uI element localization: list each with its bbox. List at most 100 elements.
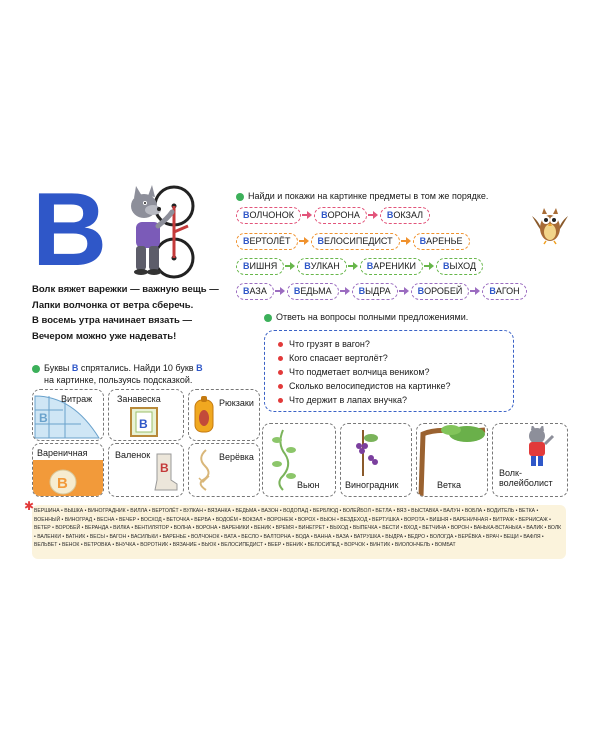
word-first-letter: В xyxy=(417,285,425,296)
word-list-text: ВЕРШИНА • ВЫШКА • ВИНОГРАДНИК • ВИЛЛА • … xyxy=(34,508,562,549)
word-first-letter: В xyxy=(317,235,325,246)
word-box: ВЕЛОСИПЕДИСТ xyxy=(310,232,400,250)
word-rest: АГОН xyxy=(495,285,520,296)
card-label: Вьюн xyxy=(297,480,320,490)
card-label: Вареничная xyxy=(37,448,88,458)
word-rest: ОКЗАЛ xyxy=(393,209,424,220)
word-rest: ОЛЧОНОК xyxy=(249,209,295,220)
word-rest: АРЕНИКИ xyxy=(373,260,416,271)
poem-line: Лапки волчонка от ветра сберечь. xyxy=(32,299,194,311)
word-first-letter: В xyxy=(443,260,450,271)
word-first-letter: В xyxy=(358,285,366,296)
branch-icon xyxy=(418,425,486,496)
questions-list: Что грузят в вагон? Кого спасает вертолё… xyxy=(278,337,450,407)
red-bullet-icon xyxy=(278,398,283,404)
volleyball-wolf-icon xyxy=(529,426,555,466)
arrow-right-icon xyxy=(470,287,481,295)
arrow-right-icon xyxy=(285,262,296,270)
word-box: ВУЛКАН xyxy=(297,257,347,275)
word-box: ВОКЗАЛ xyxy=(379,206,431,224)
word-first-letter: В xyxy=(489,285,496,296)
svg-text:В: В xyxy=(160,461,169,475)
card-label: Витраж xyxy=(61,394,93,404)
word-rest: УЛКАН xyxy=(310,260,340,271)
svg-text:В: В xyxy=(39,411,48,425)
arrow-right-icon xyxy=(347,262,359,270)
arrow-right-icon xyxy=(367,211,379,219)
hint-card-valenok: Валенок В xyxy=(108,443,184,497)
arrow-right-icon xyxy=(400,237,412,245)
card-label: Верёвка xyxy=(219,452,254,462)
poem-line: Вечером можно уже надевать! xyxy=(32,330,177,342)
word-list-panel xyxy=(32,505,566,559)
word-first-letter: В xyxy=(243,235,250,246)
rope-icon xyxy=(198,449,210,491)
green-bullet-icon xyxy=(32,364,40,373)
word-first-letter: В xyxy=(386,209,394,220)
task-order: Найди и покажи на картинке предметы в то… xyxy=(236,191,488,201)
poem-line: Волк вяжет варежки — важную вещь — xyxy=(32,284,219,295)
task-answer-text: Ответь на вопросы полными предложениями. xyxy=(276,312,469,322)
felt-boot-icon: В xyxy=(154,453,178,491)
word-box: ВЕРТОЛЁТ xyxy=(236,232,298,250)
question-item: Что держит в лапах внучка? xyxy=(278,393,450,407)
big-letter: В xyxy=(32,172,107,288)
red-bullet-icon xyxy=(278,370,283,376)
question-item: Кого спасает вертолёт? xyxy=(278,351,450,365)
word-first-letter: В xyxy=(243,209,250,220)
word-box: ВЕДЬМА xyxy=(286,282,339,300)
svg-text:В: В xyxy=(139,417,148,431)
arrow-right-icon xyxy=(424,262,435,270)
stained-glass-icon: В xyxy=(34,395,100,439)
card-label: Валенок xyxy=(115,450,151,460)
word-box: ВЫДРА xyxy=(351,282,398,300)
task-order-text: Найди и покажи на картинке предметы в то… xyxy=(248,191,489,201)
wolf-bicycle-illustration xyxy=(131,185,195,279)
hint-card-zanaveska: Занавеска В xyxy=(108,389,184,441)
word-first-letter: В xyxy=(419,235,427,246)
hint-card-ryukzaki: Рюкзаки xyxy=(188,389,260,441)
word-first-letter: В xyxy=(304,260,311,271)
red-bullet-icon xyxy=(278,384,283,390)
word-rest: ЕЛОСИПЕДИСТ xyxy=(324,235,393,246)
red-bullet-icon xyxy=(278,356,283,362)
word-rest: ЫДРА xyxy=(365,285,391,296)
arrow-right-icon xyxy=(298,237,310,245)
word-box: ВОРОБЕЙ xyxy=(410,282,470,300)
card-label: Рюкзаки xyxy=(219,398,254,408)
word-box: ВЫХОД xyxy=(436,257,484,275)
word-rest: ЫХОД xyxy=(449,260,477,271)
red-bullet-icon xyxy=(278,342,283,348)
vineyard-icon xyxy=(356,430,378,476)
svg-text:В: В xyxy=(57,475,68,492)
word-box: ВОРОНА xyxy=(314,206,367,224)
word-first-letter: В xyxy=(243,260,250,271)
question-item: Сколько велосипедистов на картинке? xyxy=(278,379,450,393)
word-first-letter: В xyxy=(321,209,328,220)
owl-illustration xyxy=(532,208,568,245)
picture-card-vinogradnik: Виноградник xyxy=(340,423,412,497)
arrow-right-icon xyxy=(398,287,410,295)
word-rest: ИШНЯ xyxy=(249,260,278,271)
hint-card-varenichnaya: Вареничная В xyxy=(32,443,104,497)
word-box: ВАРЕНЬЕ xyxy=(412,232,470,250)
card-label: Виноградник xyxy=(345,480,399,490)
arrow-right-icon xyxy=(339,287,351,295)
poem: Волк вяжет варежки — важную вещь — Лапки… xyxy=(32,282,232,344)
picture-card-vyun: Вьюн xyxy=(262,423,336,497)
bindweed-icon xyxy=(272,429,296,491)
dumpling-shop-icon: В xyxy=(33,460,103,496)
question-item: Что грузят в вагон? xyxy=(278,337,450,351)
question-item: Что подметает волчица веником? xyxy=(278,365,450,379)
word-first-letter: В xyxy=(366,260,374,271)
green-bullet-icon xyxy=(264,313,272,322)
word-rest: ЕРТОЛЁТ xyxy=(249,235,291,246)
word-first-letter: В xyxy=(293,285,301,296)
word-box: ВИШНЯ xyxy=(236,257,285,275)
hint-card-vitrazh: В Витраж xyxy=(32,389,104,441)
word-box: ВОЛЧОНОК xyxy=(236,206,302,224)
word-rest: ОРОНА xyxy=(327,209,360,220)
